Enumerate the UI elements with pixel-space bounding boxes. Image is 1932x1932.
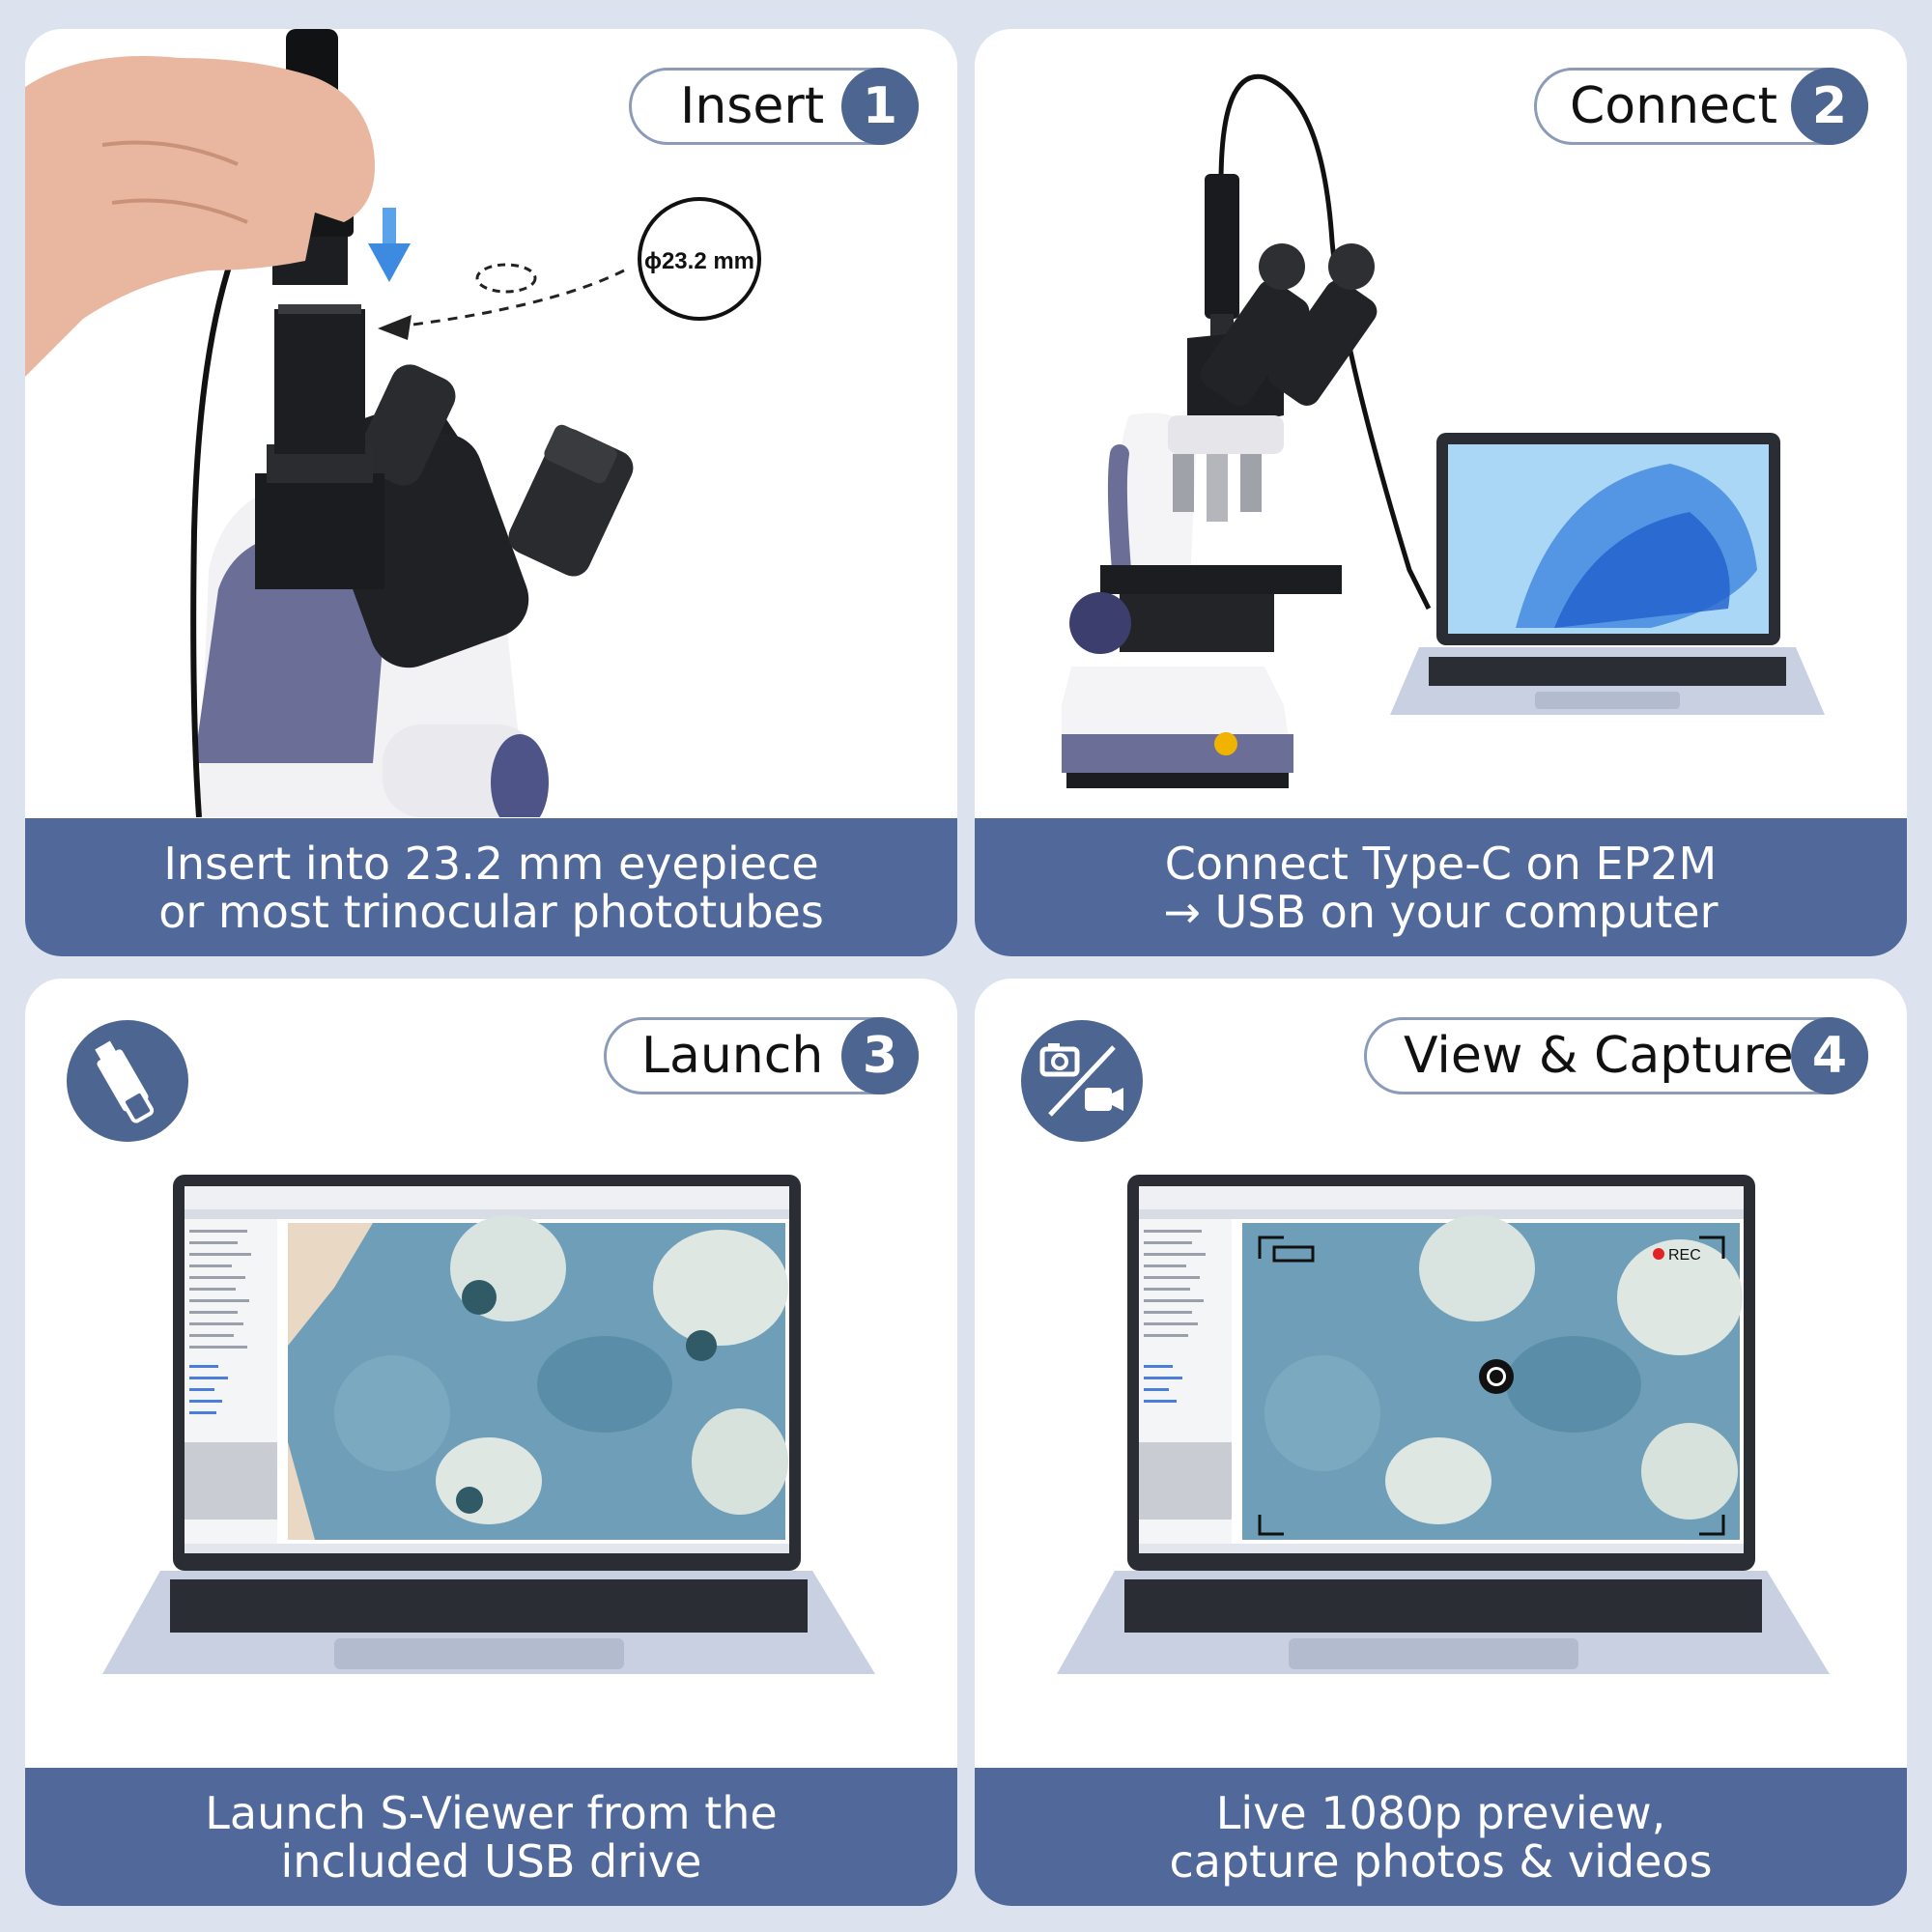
caption-line-2: or most trinocular phototubes — [158, 885, 824, 938]
step-number: 2 — [1791, 68, 1868, 145]
step-caption: Launch S-Viewer from the included USB dr… — [25, 1768, 957, 1906]
camera-insert-illustration: ϕ23.2 mm — [25, 29, 761, 817]
photo-video-icon — [1021, 1020, 1143, 1142]
step-badge-view-capture: View & Capture 4 — [1364, 1017, 1868, 1094]
diameter-callout: ϕ23.2 mm — [644, 248, 754, 274]
rec-indicator: REC — [1668, 1247, 1701, 1264]
caption-line-1: Live 1080p preview, — [1215, 1786, 1666, 1839]
microscope-laptop-illustration — [1062, 73, 1825, 788]
caption-line-1: Insert into 23.2 mm eyepiece — [163, 837, 819, 890]
caption-line-2: capture photos & videos — [1169, 1834, 1713, 1888]
caption-line-2: included USB drive — [280, 1834, 702, 1888]
laptop-capture-illustration: REC — [1057, 1175, 1830, 1674]
step-badge-connect: Connect 2 — [1534, 68, 1868, 145]
step-panel-insert: ϕ23.2 mm Insert 1 Insert into 23.2 mm ey… — [25, 29, 957, 956]
step-label: Insert — [680, 77, 825, 135]
step-label: Connect — [1570, 77, 1778, 135]
caption-line-1: Launch S-Viewer from the — [205, 1786, 778, 1839]
usb-drive-icon — [67, 1020, 188, 1142]
step-badge-insert: Insert 1 — [629, 68, 919, 145]
step-number: 4 — [1791, 1017, 1868, 1094]
caption-line-1: Connect Type-C on EP2M — [1164, 837, 1718, 890]
step-label: Launch — [641, 1027, 824, 1085]
laptop-software-illustration — [102, 1175, 875, 1674]
step-number: 3 — [841, 1017, 919, 1094]
caption-line-2: → USB on your computer — [1163, 885, 1719, 938]
step-panel-connect: Connect 2 Connect Type-C on EP2M → USB o… — [975, 29, 1907, 956]
step-panel-launch: Launch 3 Launch S-Viewer from the includ… — [25, 979, 957, 1906]
step-label: View & Capture — [1404, 1027, 1794, 1085]
step-caption: Connect Type-C on EP2M → USB on your com… — [975, 818, 1907, 956]
step-caption: Live 1080p preview, capture photos & vid… — [975, 1768, 1907, 1906]
step-badge-launch: Launch 3 — [604, 1017, 919, 1094]
step-number: 1 — [841, 68, 919, 145]
step-panel-view-capture: REC View & Capture 4 Live 1080p preview,… — [975, 979, 1907, 1906]
step-caption: Insert into 23.2 mm eyepiece or most tri… — [25, 818, 957, 956]
